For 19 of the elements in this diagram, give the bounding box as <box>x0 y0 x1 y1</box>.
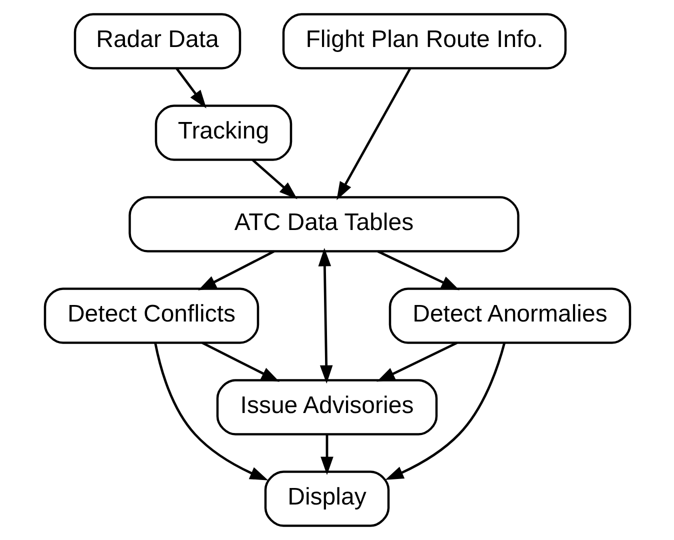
arrow <box>384 342 506 480</box>
node-box: Detect Anormalies <box>388 288 631 344</box>
arrow <box>336 68 411 200</box>
arrow <box>198 250 274 290</box>
arrow <box>175 68 206 108</box>
arrow <box>376 250 460 290</box>
node-box: Detect Conflicts <box>43 288 259 344</box>
node-box: Flight Plan Route Info. <box>282 13 566 70</box>
node-box: Radar Data <box>73 13 241 70</box>
arrow <box>154 342 268 480</box>
arrow <box>320 434 333 476</box>
arrow <box>376 342 458 382</box>
arrow <box>201 342 280 382</box>
node-box: Tracking <box>154 104 292 161</box>
arrow <box>251 158 297 200</box>
node-box: ATC Data Tables <box>128 196 519 252</box>
arrow <box>318 248 332 384</box>
node-box: Issue Advisories <box>216 379 438 436</box>
node-box: Display <box>264 470 390 527</box>
